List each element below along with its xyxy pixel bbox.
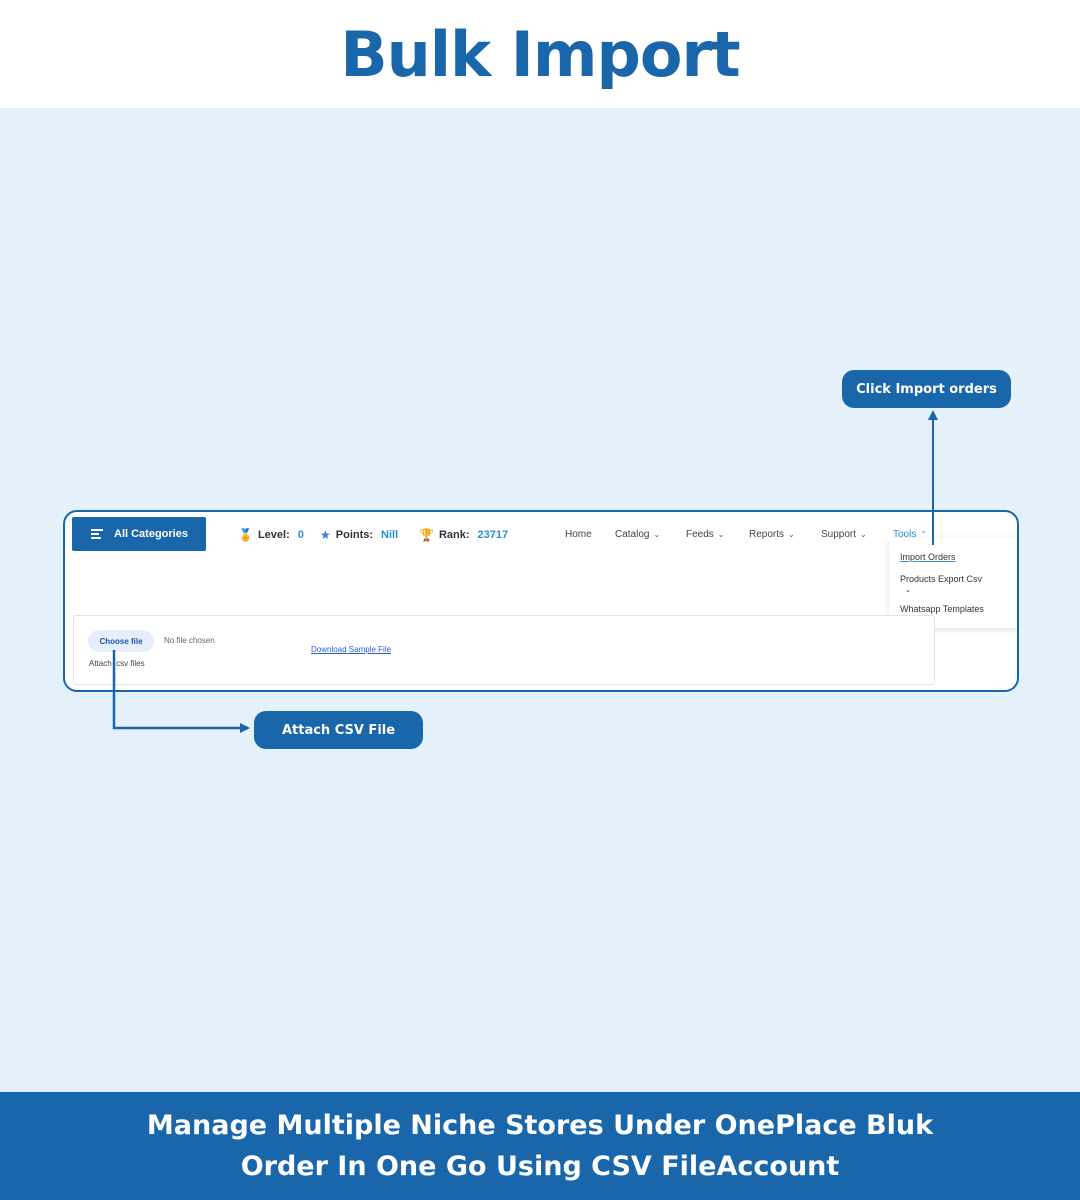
footer-line-2: Order In One Go Using CSV FileAccount <box>240 1151 840 1182</box>
points-label: Points: <box>335 529 374 541</box>
chevron-down-icon: ⌄ <box>717 530 725 539</box>
callout-attach-csv-file: Attach CSV File <box>254 711 423 749</box>
nav-tools-label: Tools <box>893 529 917 540</box>
tools-dropdown-menu: Import Orders Products Export Csv ⌄ What… <box>889 538 1017 628</box>
points-value: Nill <box>381 529 399 541</box>
points-stat: ★ Points: Nill <box>320 528 398 542</box>
download-sample-link[interactable]: Download Sample File <box>311 645 392 654</box>
page-header: Bulk Import <box>0 0 1080 108</box>
star-icon: ★ <box>320 528 331 542</box>
chevron-down-icon: ⌄ <box>653 530 661 539</box>
menu-item-whatsapp-templates[interactable]: Whatsapp Templates <box>900 604 984 614</box>
app-screenshot-frame: All Categories 🏅 Level: 0 ★ Points: Nill… <box>63 510 1019 692</box>
level-value: 0 <box>297 529 304 541</box>
nav-reports-label: Reports <box>749 529 785 540</box>
callout-click-import-orders: Click Import orders <box>842 370 1011 408</box>
chevron-up-icon: ⌃ <box>920 530 928 539</box>
nav-feeds-label: Feeds <box>686 529 714 540</box>
nav-home[interactable]: Home <box>565 529 592 540</box>
medal-icon: 🏅 <box>238 528 253 542</box>
rank-stat: 🏆 Rank: 23717 <box>419 528 508 542</box>
rank-value: 23717 <box>477 529 509 541</box>
nav-reports[interactable]: Reports ⌄ <box>749 529 795 540</box>
chevron-down-icon: ⌄ <box>860 530 867 539</box>
hamburger-icon <box>91 527 103 542</box>
trophy-icon: 🏆 <box>419 528 434 542</box>
nav-tools[interactable]: Tools ⌃ <box>893 529 927 540</box>
nav-catalog-label: Catalog <box>615 529 650 540</box>
nav-home-label: Home <box>565 529 592 540</box>
choose-file-button[interactable]: Choose file <box>88 630 154 652</box>
page-title: Bulk Import <box>340 17 740 91</box>
chevron-down-icon: ⌄ <box>788 530 795 539</box>
level-label: Level: <box>257 529 290 541</box>
nav-support-label: Support <box>821 529 857 540</box>
nav-catalog[interactable]: Catalog ⌄ <box>615 529 660 540</box>
menu-item-import-orders[interactable]: Import Orders <box>900 552 956 562</box>
footer-line-1: Manage Multiple Niche Stores Under OnePl… <box>146 1110 934 1141</box>
level-stat: 🏅 Level: 0 <box>238 528 304 542</box>
nav-support[interactable]: Support ⌄ <box>821 529 867 540</box>
all-categories-label: All Categories <box>114 528 188 540</box>
csv-upload-panel: Choose file No file chosen Attach .csv f… <box>73 615 935 685</box>
menu-item-products-export-csv[interactable]: Products Export Csv <box>900 574 983 584</box>
attach-hint-text: Attach .csv files <box>89 659 145 668</box>
file-status-text: No file chosen <box>164 636 215 645</box>
chevron-down-icon[interactable]: ⌄ <box>905 587 911 594</box>
nav-feeds[interactable]: Feeds ⌄ <box>686 529 725 540</box>
page-footer: Manage Multiple Niche Stores Under OnePl… <box>0 1092 1080 1200</box>
rank-label: Rank: <box>438 529 470 541</box>
all-categories-button[interactable]: All Categories <box>72 517 206 551</box>
